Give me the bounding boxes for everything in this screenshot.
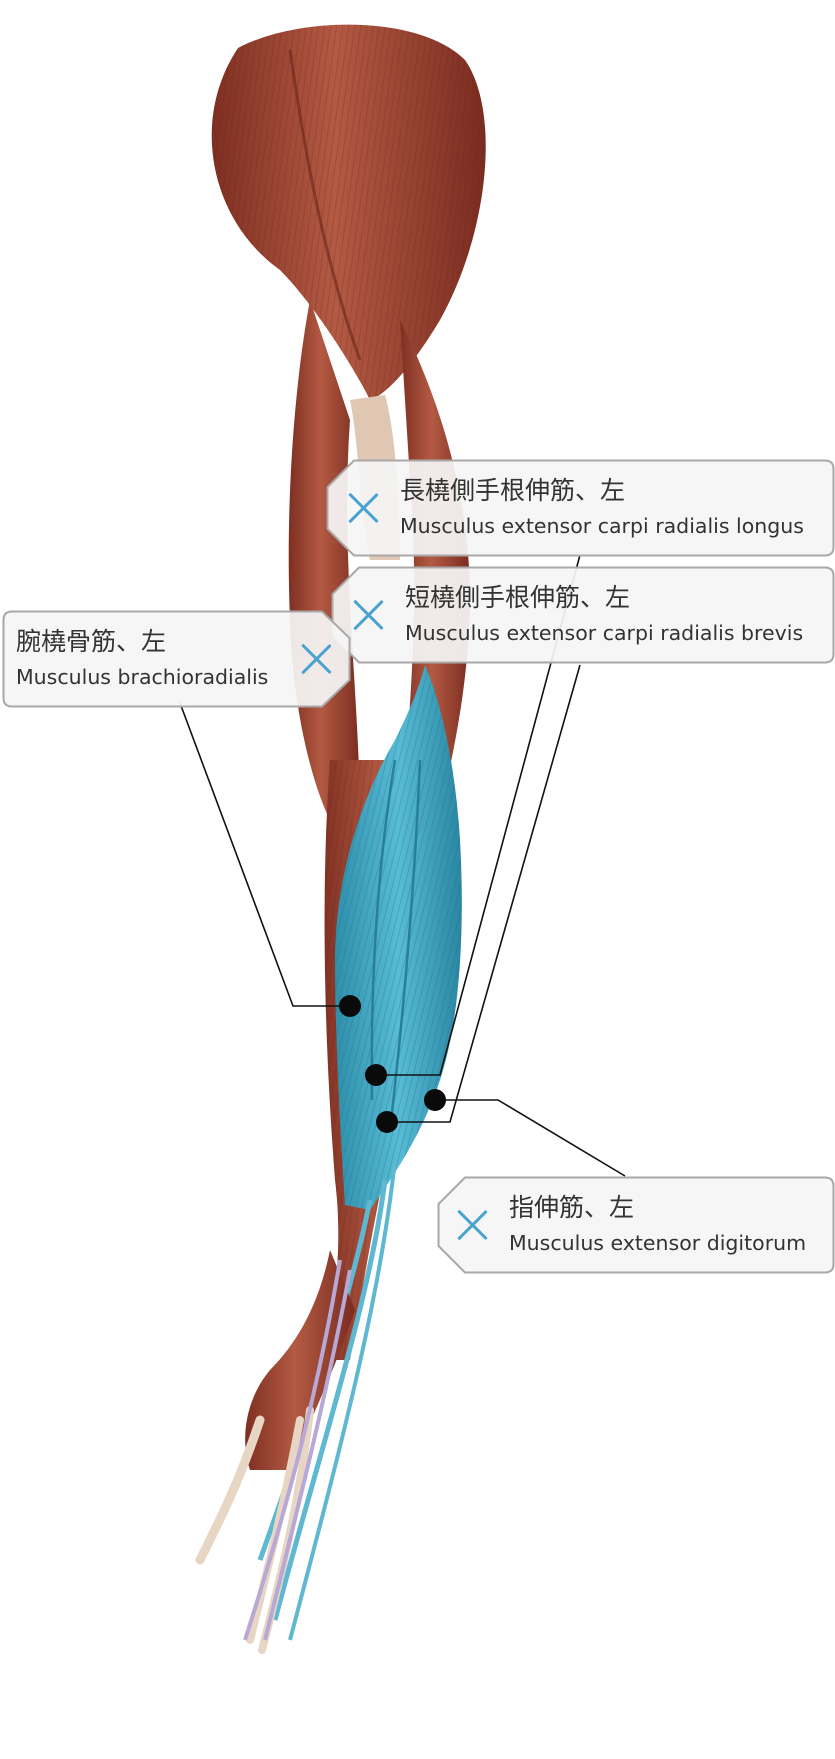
label-name-la: Musculus extensor carpi radialis longus xyxy=(400,514,804,538)
label-name-ja: 指伸筋、左 xyxy=(509,1193,635,1222)
label-card-extensor-digitorum[interactable]: 指伸筋、左 Musculus extensor digitorum xyxy=(437,1176,835,1274)
close-icon[interactable] xyxy=(455,1208,489,1242)
leader-lines xyxy=(179,554,626,1177)
deltoid-muscle xyxy=(211,24,486,401)
hand xyxy=(195,1250,355,1654)
close-icon[interactable] xyxy=(346,491,380,525)
label-name-la: Musculus extensor digitorum xyxy=(509,1231,807,1255)
label-card-ecrl[interactable]: 長橈側手根伸筋、左 Musculus extensor carpi radial… xyxy=(326,459,835,557)
leader-ecrb xyxy=(385,664,581,1123)
label-name-ja: 腕橈骨筋、左 xyxy=(16,627,167,656)
card-background xyxy=(437,1176,835,1274)
label-name-la: Musculus brachioradialis xyxy=(16,665,269,689)
label-card-ecrb[interactable]: 短橈側手根伸筋、左 Musculus extensor carpi radial… xyxy=(331,566,835,664)
close-icon[interactable] xyxy=(299,642,333,676)
marker-ecrl[interactable] xyxy=(365,1064,387,1086)
card-background xyxy=(2,610,351,708)
marker-dots xyxy=(339,995,446,1133)
marker-brachioradialis[interactable] xyxy=(339,995,361,1017)
card-background xyxy=(326,459,835,557)
label-name-ja: 長橈側手根伸筋、左 xyxy=(400,476,626,505)
card-background xyxy=(331,566,835,664)
label-card-brachioradialis[interactable]: 腕橈骨筋、左 Musculus brachioradialis xyxy=(2,610,351,708)
marker-ecrb[interactable] xyxy=(376,1111,398,1133)
leader-ecrl xyxy=(375,554,581,1076)
label-name-ja: 短橈側手根伸筋、左 xyxy=(405,583,631,612)
leader-ed xyxy=(435,1099,626,1177)
close-icon[interactable] xyxy=(351,598,385,632)
leader-brachioradialis xyxy=(179,702,350,1007)
label-name-la: Musculus extensor carpi radialis brevis xyxy=(405,621,804,645)
marker-ed[interactable] xyxy=(424,1089,446,1111)
